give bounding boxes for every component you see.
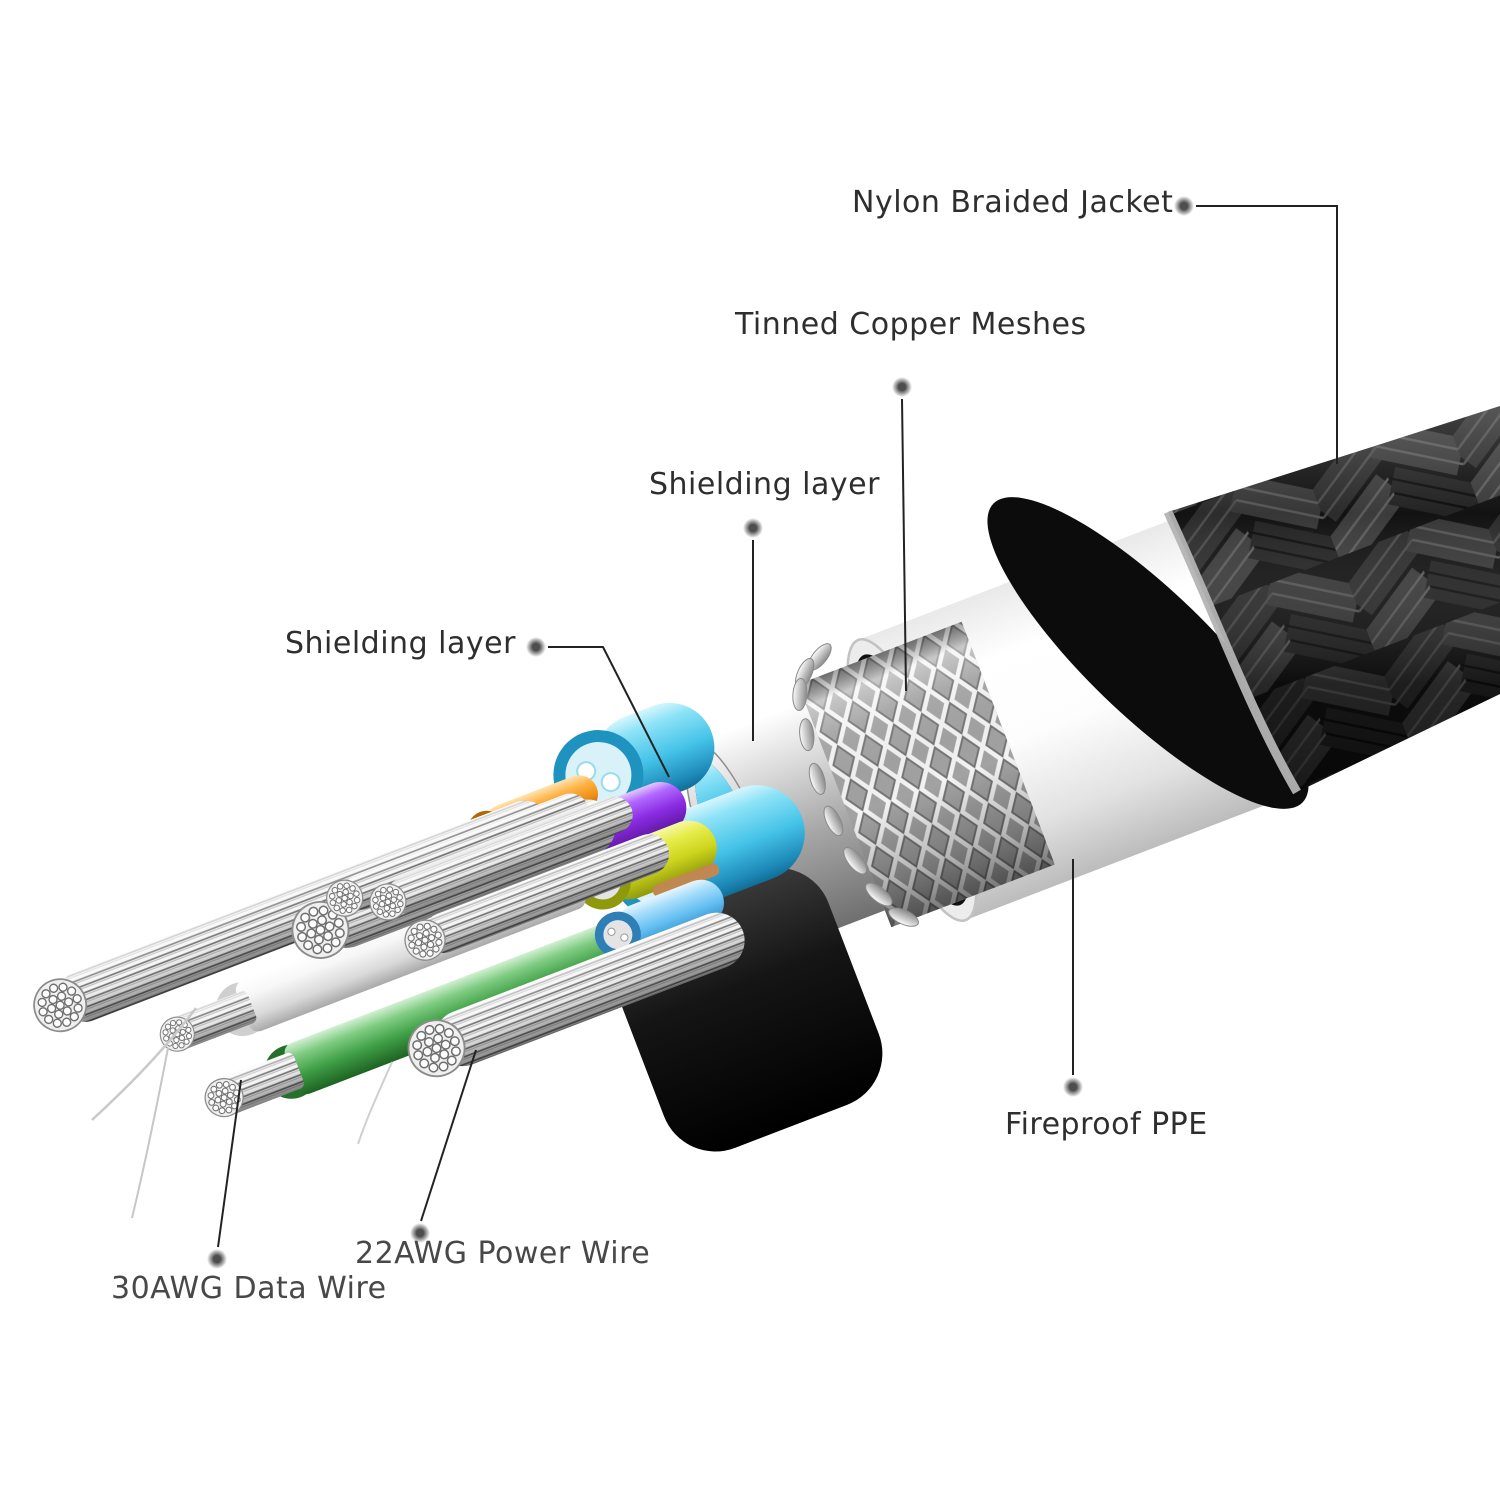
label-shielding-layer-outer: Shielding layer — [649, 467, 880, 502]
leader-dot-icon — [410, 1223, 430, 1243]
leader-dot-icon — [743, 518, 763, 538]
leader-nylon-jacket — [1196, 205, 1338, 464]
leader-dots — [207, 196, 1194, 1269]
leader-copper-mesh — [901, 398, 907, 692]
leader-dot-icon — [1063, 1077, 1083, 1097]
stray-strands-graphic — [91, 1007, 393, 1219]
label-fireproof-ppe: Fireproof PPE — [1005, 1107, 1208, 1142]
foil-petals-graphic — [792, 643, 919, 927]
cable-body — [25, 518, 1284, 1152]
leader-dot-icon — [207, 1249, 227, 1269]
green-wire-graphic — [198, 916, 646, 1123]
label-nylon-braided-jacket: Nylon Braided Jacket — [852, 185, 1174, 220]
jacket-gap-shadow — [987, 497, 1309, 809]
nylon-braided-jacket-graphic — [1163, 406, 1500, 795]
label-tinned-copper-meshes: Tinned Copper Meshes — [735, 307, 1087, 342]
leader-power-wire — [420, 1049, 477, 1222]
tan-pair-graphic — [652, 863, 720, 898]
tinned-copper-mesh-graphic — [798, 621, 1055, 928]
label-30awg-data-wire: 30AWG Data Wire — [111, 1271, 387, 1306]
label-22awg-power-wire: 22AWG Power Wire — [355, 1236, 651, 1271]
leader-data-wire — [217, 1079, 242, 1248]
leader-lines — [217, 205, 1338, 1248]
leader-shielding-inner — [548, 646, 670, 778]
leader-dot-icon — [1174, 196, 1194, 216]
bare-strand-wires-graphic — [25, 793, 745, 1086]
leader-dot-icon — [526, 637, 546, 657]
leader-dot-icon — [892, 377, 912, 397]
label-shielding-layer-inner: Shielding layer — [285, 626, 516, 661]
